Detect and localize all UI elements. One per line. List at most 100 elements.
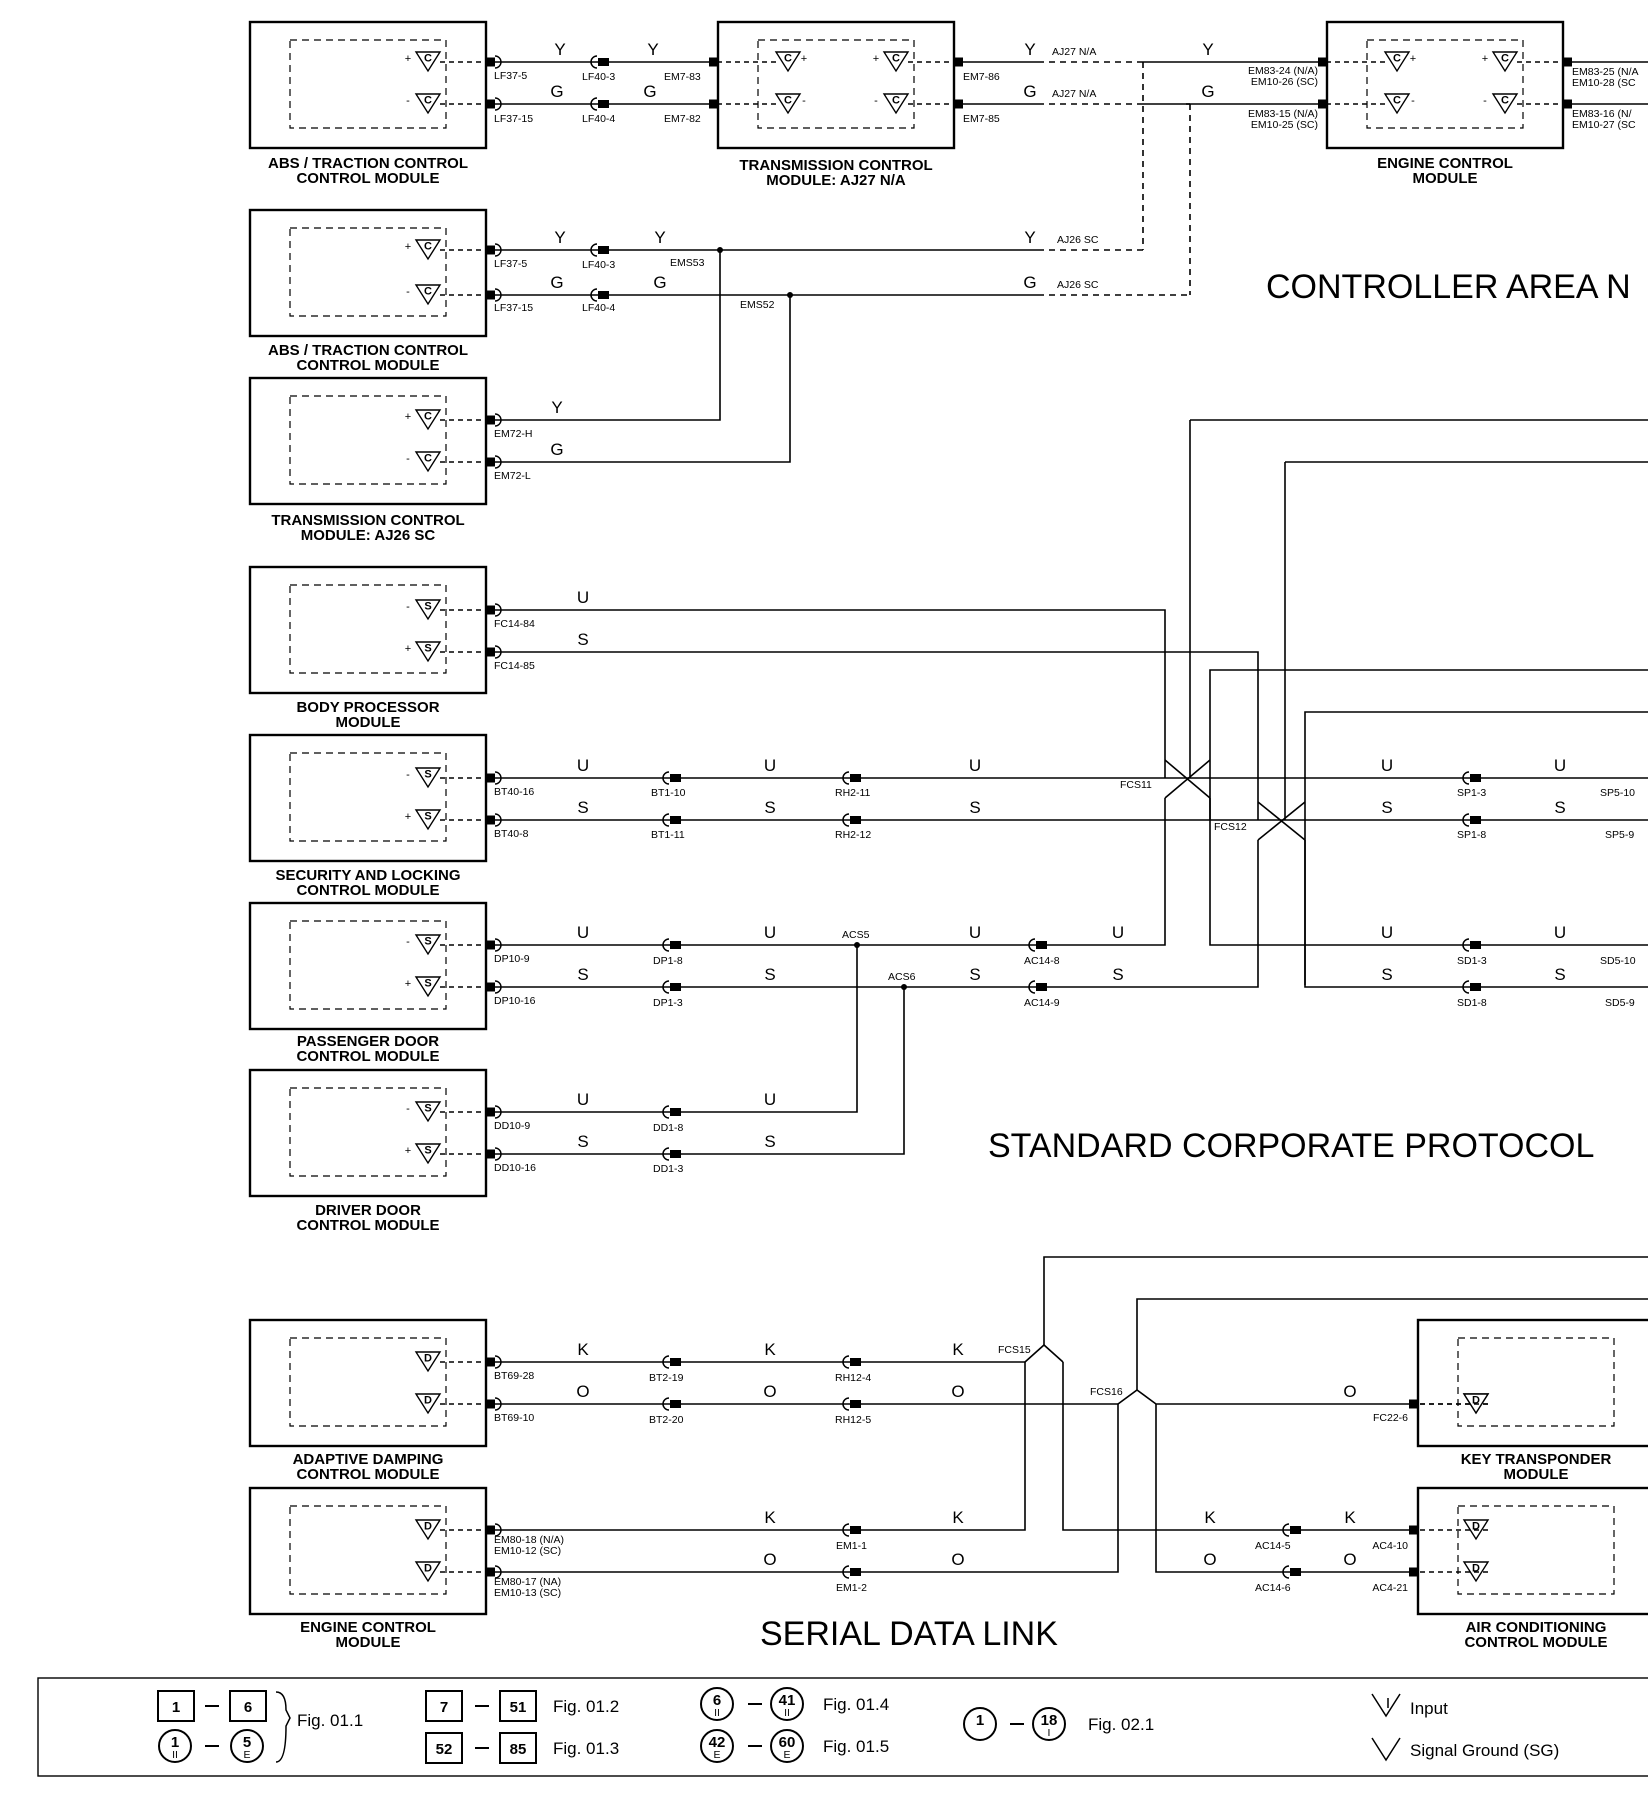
in-line-connector xyxy=(842,1523,861,1537)
wire-label-S: S xyxy=(577,1132,588,1151)
svg-text:C: C xyxy=(1501,95,1509,107)
wire-label-G: G xyxy=(550,273,563,292)
wire-label-U: U xyxy=(1554,923,1566,942)
wire-u xyxy=(495,945,858,1113)
legend-number: 6 xyxy=(244,1699,252,1716)
legend-sub: I xyxy=(1048,1727,1051,1739)
legend-number: 51 xyxy=(510,1699,527,1716)
module-label: DRIVER DOOR xyxy=(315,1202,421,1219)
svg-text:S: S xyxy=(424,643,431,655)
wire-label-U: U xyxy=(577,1090,589,1109)
in-line-connector xyxy=(842,1397,861,1411)
wire-label-em10-27: EM10-27 (SC xyxy=(1572,119,1636,131)
module-label: TRANSMISSION CONTROL xyxy=(739,157,932,174)
wire-label-S: S xyxy=(1554,965,1565,984)
wire-label-Y: Y xyxy=(551,398,562,417)
module-label: KEY TRANSPONDER xyxy=(1461,1451,1612,1468)
wire-label-U: U xyxy=(764,923,776,942)
module-label: TRANSMISSION CONTROL xyxy=(271,512,464,529)
legend-sub: E xyxy=(713,1749,720,1761)
wire-label-S: S xyxy=(1554,798,1565,817)
svg-text:D: D xyxy=(424,1395,432,1407)
in-line-connector xyxy=(590,288,609,302)
wire-label-dp1-3: DP1-3 xyxy=(653,997,683,1009)
wire-label-fcs16: FCS16 xyxy=(1090,1386,1123,1398)
wire-x xyxy=(1257,801,1306,841)
wire-label-ems52: EMS52 xyxy=(740,299,775,311)
wire-label-fcs11: FCS11 xyxy=(1120,779,1152,791)
wire-label-Y: Y xyxy=(554,228,565,247)
in-line-connector xyxy=(590,243,609,257)
wire-label-aj26sc: AJ26 SC xyxy=(1057,279,1099,291)
in-line-connector xyxy=(1282,1565,1301,1579)
wire-label-G: G xyxy=(1023,82,1036,101)
wire-label-em10-13: EM10-13 (SC) xyxy=(494,1587,561,1599)
module-label: CONTROL MODULE xyxy=(1464,1634,1607,1651)
in-line-connector xyxy=(662,1355,681,1369)
wire-label-K: K xyxy=(577,1340,589,1359)
wire-label-em83-15: EM83-15 (N/A) xyxy=(1248,108,1318,120)
wire-label-U: U xyxy=(577,756,589,775)
legend-sq-6: 6 xyxy=(229,1690,267,1722)
wire-label-S: S xyxy=(764,1132,775,1151)
svg-text:C: C xyxy=(784,95,792,107)
signal-terminal-icon: C+ xyxy=(405,51,442,73)
legend-sub: E xyxy=(243,1749,250,1761)
signal-terminal-icon: S+ xyxy=(405,1143,442,1165)
wire-u xyxy=(495,798,1166,946)
wire-label-em7-82: EM7-82 xyxy=(664,113,701,125)
in-line-connector xyxy=(590,97,609,111)
wire-label-fcs15: FCS15 xyxy=(998,1344,1031,1356)
svg-text:C: C xyxy=(424,241,432,253)
module-label: AIR CONDITIONING xyxy=(1466,1619,1607,1636)
wire-label-Y: Y xyxy=(1024,40,1035,59)
wire-label-S: S xyxy=(577,630,588,649)
wire-label-em10-26: EM10-26 (SC) xyxy=(1251,76,1318,88)
svg-text:C: C xyxy=(784,53,792,65)
module-label: CONTROL MODULE xyxy=(296,1217,439,1234)
wire-label-ac14-6: AC14-6 xyxy=(1255,1582,1291,1594)
wire-o xyxy=(1136,1298,1648,1390)
wire-label-Y: Y xyxy=(554,40,565,59)
wire-label-bt69-10: BT69-10 xyxy=(494,1412,534,1424)
legend-number: 1 xyxy=(976,1712,984,1729)
signal-terminal-icon: D xyxy=(414,1519,442,1541)
wire-label-ac14-5: AC14-5 xyxy=(1255,1540,1291,1552)
wire-label-em10-25: EM10-25 (SC) xyxy=(1251,119,1318,131)
in-line-connector xyxy=(842,1565,861,1579)
signal-terminal-icon: S+ xyxy=(405,976,442,998)
module-label: MODULE xyxy=(1413,170,1478,187)
wire-s xyxy=(495,840,1259,988)
wire-label-O: O xyxy=(1343,1550,1356,1569)
wire-label-rh2-11: RH2-11 xyxy=(835,787,871,799)
legend-circ-1: 1II xyxy=(158,1729,192,1763)
wire-label-K: K xyxy=(1344,1508,1356,1527)
wire-label-O: O xyxy=(763,1382,776,1401)
wire-label-ac4-21: AC4-21 xyxy=(1372,1582,1408,1594)
signal-terminal-icon: C- xyxy=(874,93,910,115)
legend-sq-85: 85 xyxy=(499,1732,537,1764)
wire-label-em83-25: EM83-25 (N/A xyxy=(1572,66,1639,78)
module-label: PASSENGER DOOR xyxy=(297,1033,439,1050)
module-label: MODULE: AJ26 SC xyxy=(301,527,436,544)
wire-label-rh12-4: RH12-4 xyxy=(835,1372,871,1384)
wire-label-Y: Y xyxy=(654,228,665,247)
svg-text:-: - xyxy=(406,601,410,613)
wire-label-O: O xyxy=(1203,1550,1216,1569)
in-line-connector xyxy=(842,1355,861,1369)
wire-label-O: O xyxy=(1343,1382,1356,1401)
wire-label-O: O xyxy=(576,1382,589,1401)
svg-text:-: - xyxy=(406,1103,410,1115)
wire-label-S: S xyxy=(969,798,980,817)
signal-terminal-icon: C- xyxy=(406,451,442,473)
wire-label-lf37-5: LF37-5 xyxy=(494,70,527,82)
wire-label-em80-18: EM80-18 (N/A) xyxy=(494,1534,564,1546)
